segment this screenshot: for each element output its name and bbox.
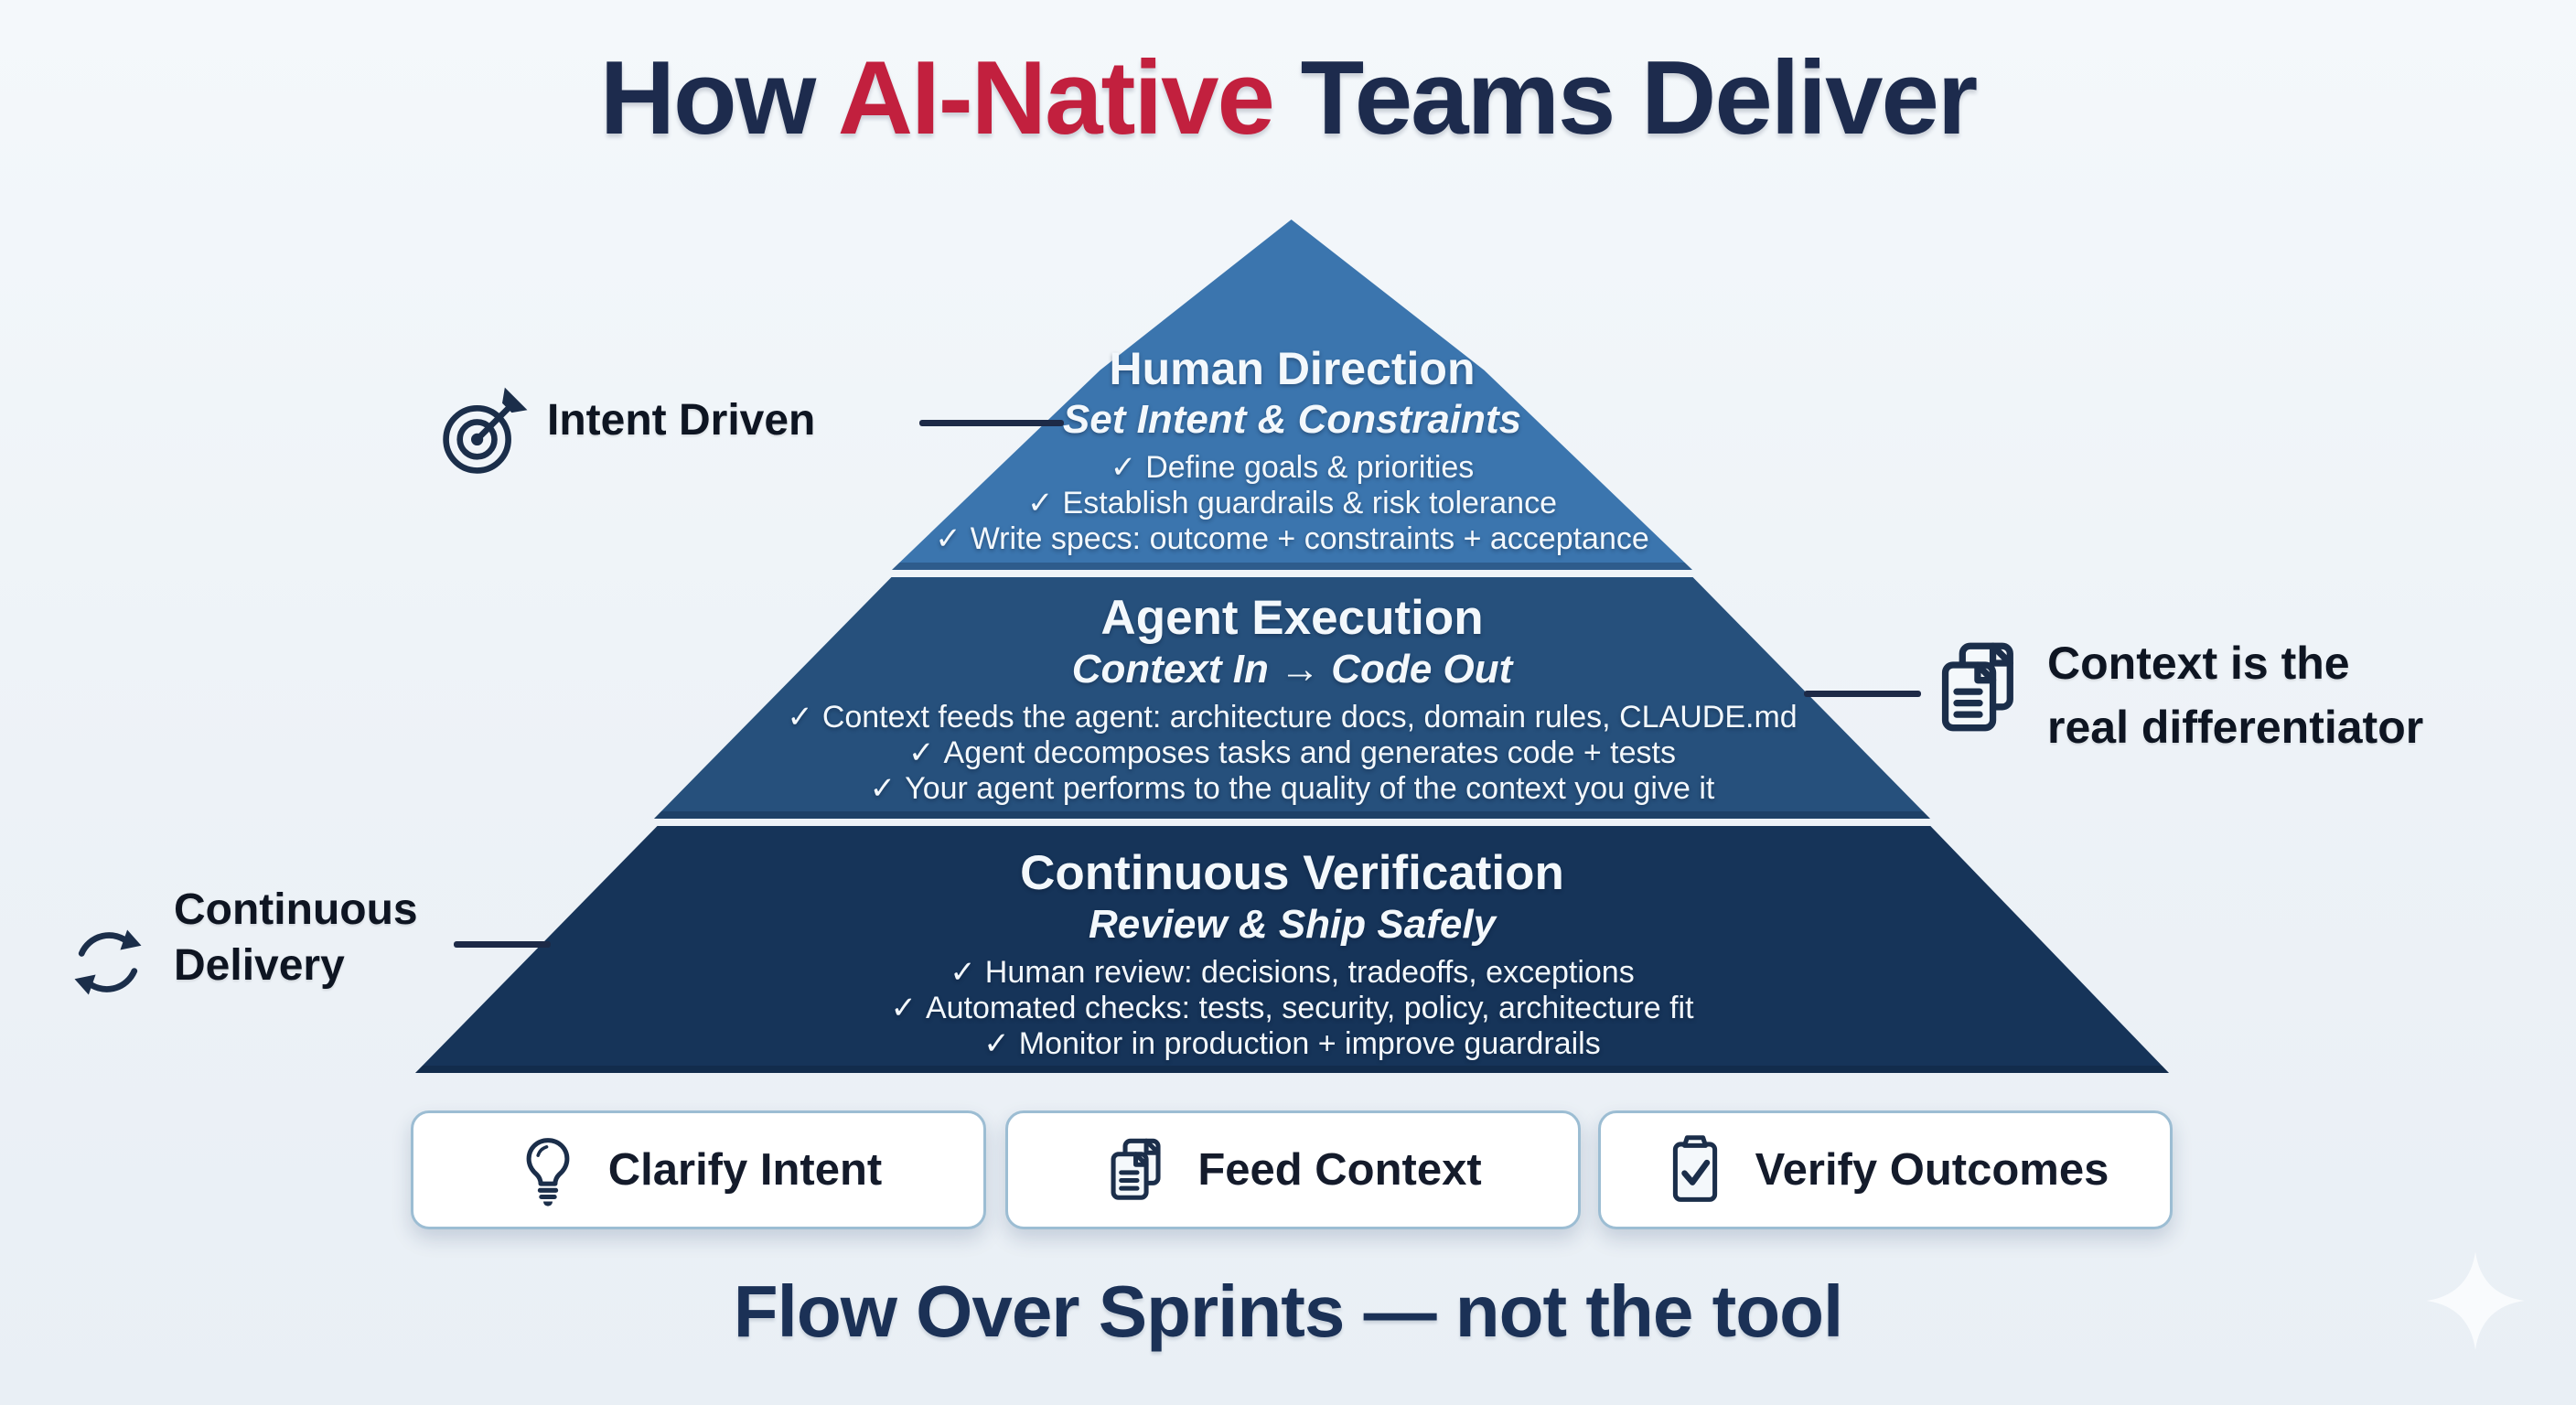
continuous-delivery-label: Continuous Delivery (174, 882, 418, 993)
checklist-item-text: Write specs: outcome + constraints + acc… (970, 521, 1649, 556)
checklist-item-text: Automated checks: tests, security, polic… (925, 991, 1694, 1025)
checklist-item: ✓ Your agent performs to the quality of t… (415, 771, 2169, 807)
title-prefix: How (599, 40, 838, 156)
tier-title: Agent Execution (1100, 591, 1484, 645)
check-icon: ✓ (869, 771, 896, 806)
check-icon: ✓ (908, 735, 935, 770)
intent-connector-line (919, 420, 1064, 426)
tier-subtitle: Review & Ship Safely (1088, 902, 1497, 947)
tier-title: Human Direction (1109, 343, 1476, 394)
tier-agent-execution-text: Agent Execution Context In → Code Out ✓C… (415, 592, 2169, 807)
checklist-item: ✓Define goals & priorities (415, 450, 2169, 486)
context-differentiator-line1: Context is the (2047, 638, 2350, 689)
lightbulb-icon (526, 1138, 570, 1207)
pyramid-tier-continuous-verification (415, 826, 2169, 1073)
check-icon: ✓ (935, 521, 961, 556)
documents-icon (1111, 1138, 1161, 1200)
checklist-item: ✓Human review: decisions, tradeoffs, exc… (415, 955, 2169, 991)
checklist-item-text: Establish guardrails & risk tolerance (1062, 486, 1557, 520)
checklist-item: ✓Automated checks: tests, security, poli… (415, 991, 2169, 1026)
title-suffix: Teams Deliver (1272, 40, 1979, 156)
title-highlight: AI-Native (837, 40, 1275, 156)
checklist-item-text: Context feeds the agent: architecture do… (821, 700, 1798, 735)
checklist-item: ✓ Write specs: outcome + constraints + ac… (415, 521, 2169, 557)
check-icon: ✓ (787, 700, 813, 735)
checklist-item: ✓Agent decomposes tasks and generates co… (415, 735, 2169, 771)
context-differentiator-label: Context is the real differentiator (2047, 631, 2423, 759)
checklist-item-text: Define goals & priorities (1145, 450, 1475, 485)
chip-label: Clarify Intent (607, 1145, 883, 1195)
checklist-item-text: Your agent performs to the quality of th… (905, 771, 1715, 806)
context-connector-line (1804, 691, 1921, 697)
sync-icon (74, 929, 142, 995)
tagline: Flow Over Sprints — not the tool (733, 1271, 1843, 1352)
check-icon: ✓ (1027, 486, 1054, 520)
pyramid-tier-agent-execution (654, 577, 1930, 819)
continuous-delivery-line1: Continuous (174, 885, 418, 934)
tier-checklist: ✓Context feeds the agent: architecture d… (415, 700, 2169, 807)
sparkle-icon (2426, 1251, 2525, 1350)
tier-subtitle: Context In → Code Out (1071, 647, 1513, 692)
chip-label: Verify Outcomes (1755, 1145, 2109, 1195)
continuous-delivery-line2: Delivery (174, 941, 345, 990)
clarify-intent-chip: Clarify Intent (411, 1110, 986, 1229)
feed-context-chip: Feed Context (1005, 1110, 1581, 1229)
check-icon: ✓ (890, 991, 917, 1025)
tier-human-direction-text: Human Direction Set Intent & Constraints… (415, 342, 2169, 557)
checklist-item: ✓Context feeds the agent: architecture d… (415, 700, 2169, 735)
check-icon: ✓ (983, 1026, 1010, 1061)
check-icon: ✓ (1110, 450, 1137, 485)
continuous-delivery-connector-line (454, 941, 551, 948)
checklist-item-text: Human review: decisions, tradeoffs, exce… (984, 955, 1635, 990)
chip-label: Feed Context (1197, 1145, 1482, 1195)
tier-checklist: ✓Human review: decisions, tradeoffs, exc… (415, 955, 2169, 1062)
pyramid: Human Direction Set Intent & Constraints… (415, 220, 2169, 1075)
tier-subtitle: Set Intent & Constraints (1062, 397, 1522, 442)
page-title: How AI-Native Teams Deliver (0, 38, 2576, 158)
documents-icon (1941, 642, 2013, 732)
check-icon: ✓ (950, 955, 976, 990)
tier-continuous-verification-text: Continuous Verification Review & Ship Sa… (415, 847, 2169, 1062)
tier-title: Continuous Verification (1020, 846, 1564, 900)
checklist-item: ✓Monitor in production + improve guardra… (415, 1026, 2169, 1062)
context-differentiator-line2: real differentiator (2047, 702, 2424, 753)
target-icon (443, 387, 528, 474)
intent-driven-label: Intent Driven (547, 396, 816, 445)
checklist-item-text: Monitor in production + improve guardrai… (1018, 1026, 1601, 1061)
checklist-item-text: Agent decomposes tasks and generates cod… (943, 735, 1676, 770)
tier-checklist: ✓Define goals & priorities ✓Establish gu… (415, 450, 2169, 557)
clipboard-check-icon (1672, 1135, 1717, 1202)
verify-outcomes-chip: Verify Outcomes (1598, 1110, 2173, 1229)
checklist-item: ✓Establish guardrails & risk tolerance (415, 486, 2169, 521)
